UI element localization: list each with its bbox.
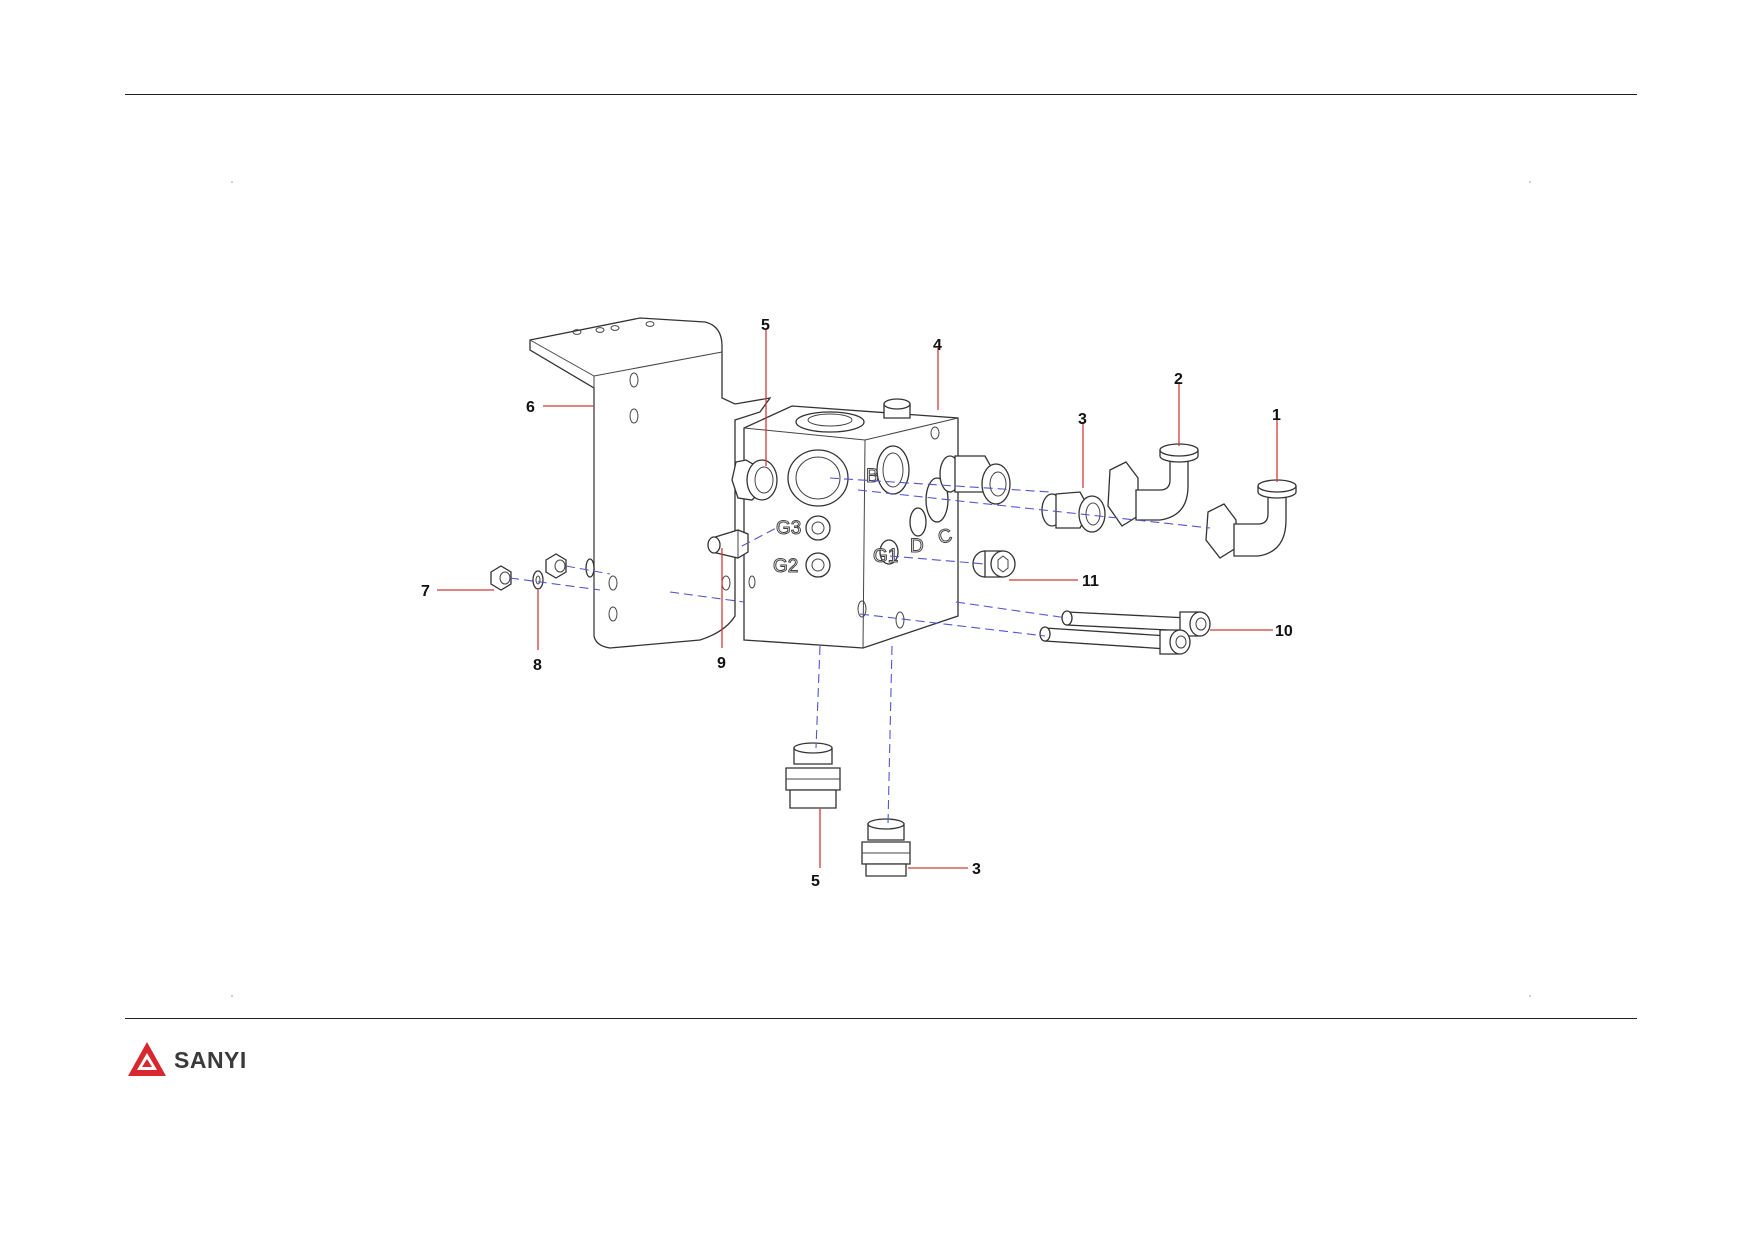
port-label-b: B — [866, 466, 879, 487]
fitting-bottom-part3 — [861, 818, 911, 877]
callout-7: 7 — [421, 583, 430, 600]
mounting-bracket — [529, 317, 772, 649]
grease-nipple — [707, 529, 749, 559]
callout-8: 8 — [533, 657, 542, 674]
brand-footer: SANYI — [126, 1040, 247, 1080]
washer-part8 — [532, 570, 544, 590]
fitting-side-part3 — [939, 455, 1011, 505]
bottom-divider — [125, 1018, 1637, 1019]
port-label-g3: G3 — [776, 518, 801, 539]
callout-11: 11 — [1082, 573, 1099, 590]
port-label-g1: G1 — [873, 546, 898, 567]
port-label-c: C — [936, 525, 955, 549]
brand-name: SANYI — [174, 1046, 247, 1073]
top-divider — [125, 94, 1637, 95]
valve-block: B C D G1 G2 G3 — [743, 398, 959, 649]
callout-3-side: 3 — [1078, 411, 1087, 428]
fitting-bottom-part5 — [785, 742, 841, 809]
elbow-fitting-part1 — [1205, 479, 1297, 559]
callout-9: 9 — [717, 655, 726, 672]
assembly-axes — [509, 477, 1211, 825]
frame-ticks — [231, 181, 1531, 997]
elbow-fitting-part2 — [1107, 443, 1199, 527]
callout-6: 6 — [526, 399, 535, 416]
fitting-front-upper — [731, 459, 778, 501]
port-label-d: D — [910, 536, 924, 557]
fitting-mid-part3 — [1041, 491, 1106, 533]
callout-3-bottom: 3 — [972, 861, 981, 878]
callout-10: 10 — [1275, 623, 1293, 640]
callout-2: 2 — [1174, 371, 1183, 388]
port-label-g2: G2 — [773, 556, 798, 577]
nut-part7 — [490, 565, 512, 591]
callout-numbers: 1 2 3 4 5 6 7 8 9 10 11 5 3 — [421, 317, 1293, 890]
plug-part11 — [972, 550, 1016, 578]
callout-4: 4 — [933, 337, 942, 354]
callout-1: 1 — [1272, 407, 1281, 424]
sanyi-logo-icon — [128, 1042, 166, 1076]
leader-lines — [437, 330, 1278, 869]
callout-5-bottom: 5 — [811, 873, 820, 890]
bolts-part10 — [1039, 610, 1211, 655]
nut-part7-second — [545, 553, 595, 579]
callout-5-top: 5 — [761, 317, 770, 334]
